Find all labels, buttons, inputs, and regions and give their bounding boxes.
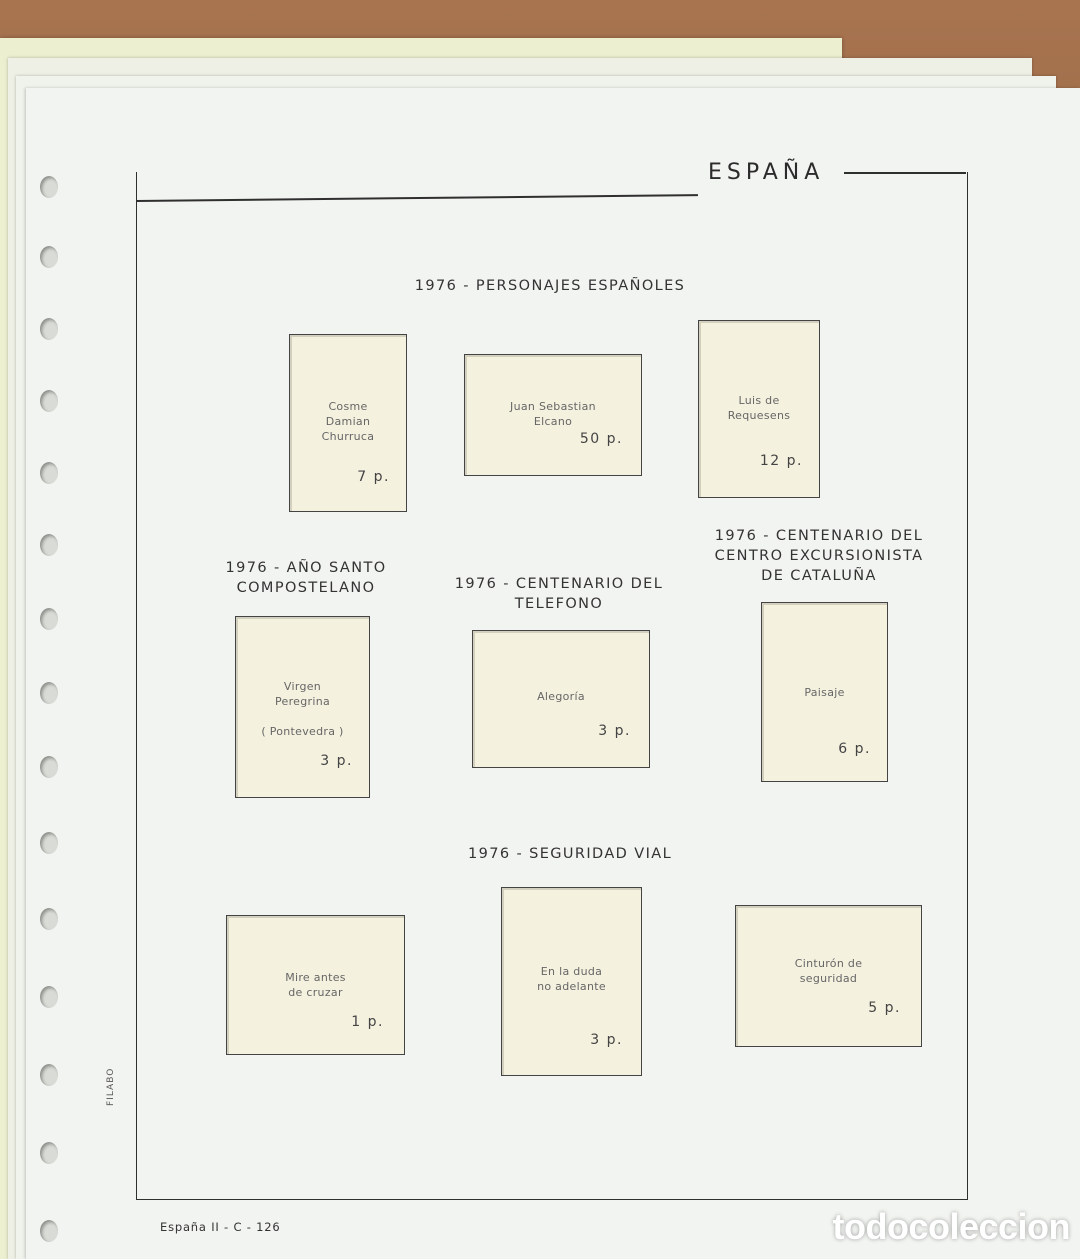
binder-hole [40,534,58,556]
binder-hole [40,246,58,268]
stamp-name: Virgen Peregrina ( Pontevedra ) [261,680,344,738]
binder-hole [40,1142,58,1164]
stamp-value: 7 p. [357,469,390,485]
binder-hole [40,608,58,630]
binder-hole [40,390,58,412]
page-footer: España II - C - 126 [160,1220,281,1234]
header-rule [844,172,966,174]
section-heading: 1976 - CENTENARIO DEL CENTRO EXCURSIONIS… [714,528,924,584]
stamp-mount: Alegoría 3 p. [472,630,650,768]
stamp-name: Luis de Requesens [727,394,791,422]
stamp-mount: Cinturón de seguridad 5 p. [735,905,922,1047]
stamp-value: 12 p. [759,453,803,469]
stamp-value: 3 p. [590,1032,623,1048]
stamp-mount: Juan Sebastian Elcano 50 p. [464,354,642,476]
stamp-name: Paisaje [804,686,845,699]
binder-hole [40,176,58,198]
binder-hole [40,908,58,930]
stamp-value: 6 p. [838,741,871,757]
binder-hole [40,1220,58,1242]
stamp-value: 3 p. [320,753,353,769]
stamp-value: 50 p. [579,431,623,447]
section-heading: 1976 - SEGURIDAD VIAL [467,846,673,862]
stamp-name: Juan Sebastian Elcano [510,400,596,428]
stamp-value: 1 p. [351,1014,384,1030]
stamp-name: Cosme Damian Churruca [321,400,375,443]
binder-hole [40,682,58,704]
section-heading: 1976 - PERSONAJES ESPAÑOLES [414,278,686,294]
stamp-mount: Cosme Damian Churruca 7 p. [289,334,407,512]
stamp-mount: Paisaje 6 p. [761,602,888,782]
binder-hole [40,318,58,340]
stamp-mount: En la duda no adelante 3 p. [501,887,642,1076]
stamp-name: Alegoría [537,690,585,703]
stamp-mount: Luis de Requesens 12 p. [698,320,820,498]
binder-hole [40,756,58,778]
section-heading: 1976 - CENTENARIO DEL TELEFONO [454,576,664,612]
binder-hole [40,986,58,1008]
section-heading: 1976 - AÑO SANTO COMPOSTELANO [225,560,387,596]
stamp-mount: Virgen Peregrina ( Pontevedra ) 3 p. [235,616,370,798]
binder-hole [40,832,58,854]
stamp-name: Cinturón de seguridad [794,957,863,985]
page-border-frame [136,172,968,1200]
publisher-label: FILABO [106,1067,116,1106]
stamp-name: En la duda no adelante [537,965,606,993]
stamp-name: Mire antes de cruzar [285,971,346,999]
stamp-mount: Mire antes de cruzar 1 p. [226,915,405,1055]
stamp-value: 5 p. [868,1000,901,1016]
binder-hole [40,462,58,484]
stamp-value: 3 p. [598,723,631,739]
country-title: ESPAÑA [708,160,825,185]
binder-hole [40,1064,58,1086]
watermark-logo: todocoleccion [832,1206,1070,1247]
